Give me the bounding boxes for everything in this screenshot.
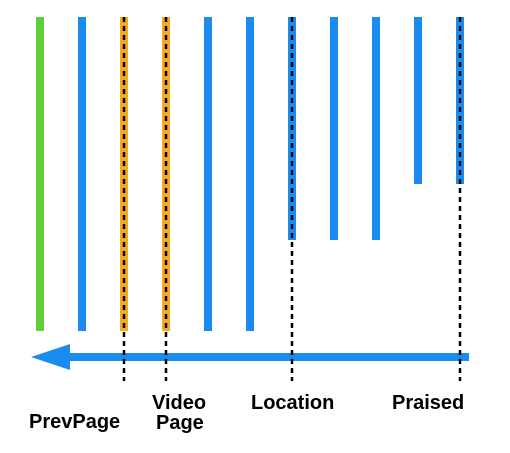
bar-6: [246, 17, 254, 331]
markers-group: [122, 17, 462, 381]
label-video: Video: [152, 392, 207, 414]
label-location: Location: [251, 392, 335, 414]
bar-2: [78, 17, 86, 331]
bar-1: [36, 17, 44, 331]
bars-group: [36, 17, 464, 331]
timeline-arrow: [31, 344, 469, 370]
label-page: Page: [156, 412, 204, 434]
bar-9: [372, 17, 380, 240]
label-prevpage: PrevPage: [29, 411, 121, 433]
bar-5: [204, 17, 212, 331]
bar-10: [414, 17, 422, 184]
label-praised: Praised: [392, 392, 465, 414]
arrow-head: [31, 344, 70, 370]
bar-8: [330, 17, 338, 240]
